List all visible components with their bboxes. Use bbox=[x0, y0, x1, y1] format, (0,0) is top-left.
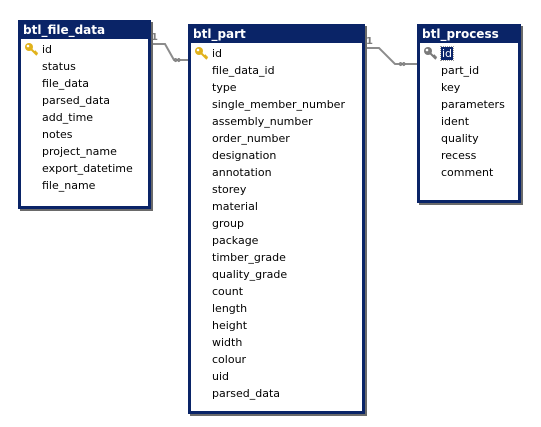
field-name: count bbox=[212, 285, 244, 298]
field-name: designation bbox=[212, 149, 277, 162]
field-name: package bbox=[212, 234, 259, 247]
field-row[interactable]: parameters bbox=[420, 96, 518, 113]
field-name: single_member_number bbox=[212, 98, 345, 111]
relation-file-data-to-part bbox=[151, 43, 188, 61]
relation-part-to-process bbox=[365, 47, 417, 65]
field-row[interactable]: colour bbox=[191, 351, 362, 368]
cardinality-one-label: 1 bbox=[151, 32, 158, 43]
field-name: assembly_number bbox=[212, 115, 313, 128]
field-name: file_name bbox=[42, 179, 96, 192]
field-row[interactable]: count bbox=[191, 283, 362, 300]
field-row[interactable]: notes bbox=[21, 126, 148, 143]
field-row[interactable]: group bbox=[191, 215, 362, 232]
field-row[interactable]: package bbox=[191, 232, 362, 249]
field-name: part_id bbox=[441, 64, 480, 77]
field-row[interactable]: id bbox=[191, 45, 362, 62]
field-name: quality bbox=[441, 132, 479, 145]
field-row[interactable]: key bbox=[420, 79, 518, 96]
field-name: key bbox=[441, 81, 461, 94]
field-row[interactable]: part_id bbox=[420, 62, 518, 79]
field-row[interactable]: comment bbox=[420, 164, 518, 181]
field-row[interactable]: quality_grade bbox=[191, 266, 362, 283]
field-row[interactable]: export_datetime bbox=[21, 160, 148, 177]
field-row[interactable]: type bbox=[191, 79, 362, 96]
field-name: annotation bbox=[212, 166, 272, 179]
cardinality-many-label: ∞ bbox=[173, 55, 181, 66]
field-row[interactable]: status bbox=[21, 58, 148, 75]
primary-key-icon bbox=[195, 47, 209, 60]
field-name: width bbox=[212, 336, 243, 349]
field-name: comment bbox=[441, 166, 494, 179]
field-row[interactable]: id bbox=[420, 45, 518, 62]
field-row[interactable]: file_name bbox=[21, 177, 148, 194]
field-name: export_datetime bbox=[42, 162, 133, 175]
field-name: file_data bbox=[42, 77, 90, 90]
field-name: storey bbox=[212, 183, 247, 196]
primary-key-icon bbox=[424, 47, 438, 60]
field-name: timber_grade bbox=[212, 251, 286, 264]
field-row[interactable]: storey bbox=[191, 181, 362, 198]
field-row[interactable]: id bbox=[21, 41, 148, 58]
table-title[interactable]: btl_process bbox=[420, 27, 518, 43]
cardinality-many-label: ∞ bbox=[398, 59, 406, 70]
field-name: height bbox=[212, 319, 248, 332]
field-name: status bbox=[42, 60, 76, 73]
field-name: file_data_id bbox=[212, 64, 275, 77]
field-name: add_time bbox=[42, 111, 94, 124]
primary-key-field-name: id bbox=[42, 43, 53, 56]
field-row[interactable]: ident bbox=[420, 113, 518, 130]
field-row[interactable]: timber_grade bbox=[191, 249, 362, 266]
field-row[interactable]: width bbox=[191, 334, 362, 351]
primary-key-field-name: id bbox=[439, 46, 455, 61]
field-name: colour bbox=[212, 353, 247, 366]
field-name: group bbox=[212, 217, 244, 230]
field-row[interactable]: annotation bbox=[191, 164, 362, 181]
field-name: ident bbox=[441, 115, 470, 128]
table-title[interactable]: btl_part bbox=[191, 27, 362, 43]
field-name: material bbox=[212, 200, 258, 213]
field-row[interactable]: height bbox=[191, 317, 362, 334]
field-row[interactable]: single_member_number bbox=[191, 96, 362, 113]
field-name: parameters bbox=[441, 98, 505, 111]
field-row[interactable]: file_data bbox=[21, 75, 148, 92]
field-row[interactable]: parsed_data bbox=[191, 385, 362, 402]
field-row[interactable]: material bbox=[191, 198, 362, 215]
field-name: length bbox=[212, 302, 248, 315]
field-row[interactable]: add_time bbox=[21, 109, 148, 126]
field-row[interactable]: project_name bbox=[21, 143, 148, 160]
field-name: parsed_data bbox=[42, 94, 111, 107]
cardinality-one-label: 1 bbox=[366, 36, 373, 47]
field-name: notes bbox=[42, 128, 73, 141]
primary-key-icon bbox=[25, 43, 39, 56]
field-row[interactable]: order_number bbox=[191, 130, 362, 147]
field-name: order_number bbox=[212, 132, 290, 145]
field-name: parsed_data bbox=[212, 387, 281, 400]
field-row[interactable]: recess bbox=[420, 147, 518, 164]
field-row[interactable]: uid bbox=[191, 368, 362, 385]
field-name: recess bbox=[441, 149, 477, 162]
field-row[interactable]: assembly_number bbox=[191, 113, 362, 130]
field-row[interactable]: parsed_data bbox=[21, 92, 148, 109]
field-name: type bbox=[212, 81, 237, 94]
field-name: project_name bbox=[42, 145, 117, 158]
field-row[interactable]: designation bbox=[191, 147, 362, 164]
table-title[interactable]: btl_file_data bbox=[21, 23, 148, 39]
primary-key-field-name: id bbox=[212, 47, 223, 60]
table-btl-file-data[interactable]: btl_file_data id status file_data parsed_da… bbox=[18, 20, 151, 209]
field-name: quality_grade bbox=[212, 268, 288, 281]
field-row[interactable]: quality bbox=[420, 130, 518, 147]
field-row[interactable]: file_data_id bbox=[191, 62, 362, 79]
field-row[interactable]: length bbox=[191, 300, 362, 317]
field-name: uid bbox=[212, 370, 230, 383]
